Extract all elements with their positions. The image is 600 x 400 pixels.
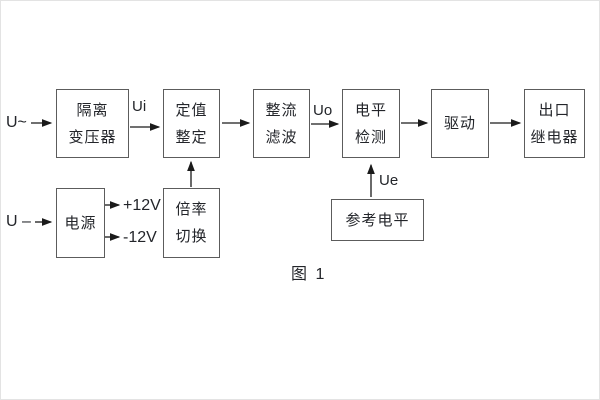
block-ratio-switch: 倍率 切换 <box>163 188 220 258</box>
block-reference-level: 参考电平 <box>331 199 424 241</box>
block-rectify-filter-line2: 滤波 <box>265 128 298 146</box>
block-rectify-filter: 整流 滤波 <box>253 89 310 158</box>
input-label-ac: U~ <box>6 114 27 131</box>
signal-label-ue: Ue <box>379 172 399 189</box>
rail-label-neg12v: -12V <box>123 229 157 246</box>
block-ratio-switch-line2: 切换 <box>175 228 208 245</box>
block-level-detect-line1: 电平 <box>354 101 387 119</box>
block-level-detect-line2: 检测 <box>354 128 387 146</box>
block-power-supply-line1: 电源 <box>64 214 97 232</box>
signal-label-uo: Uo <box>313 102 333 119</box>
block-reference-level-line1: 参考电平 <box>345 211 410 229</box>
block-isolation-transformer-line2: 变压器 <box>68 128 117 146</box>
block-power-supply: 电源 <box>56 188 105 258</box>
block-isolation-transformer: 隔离 变压器 <box>56 89 129 158</box>
block-setpoint-adjust-line2: 整定 <box>175 128 208 146</box>
block-rectify-filter-line1: 整流 <box>265 101 298 119</box>
rail-label-pos12v: +12V <box>123 197 161 214</box>
block-output-relay: 出口 继电器 <box>524 89 585 158</box>
block-drive: 驱动 <box>431 89 489 158</box>
block-output-relay-line2: 继电器 <box>530 128 579 146</box>
block-ratio-switch-line1: 倍率 <box>175 201 208 218</box>
block-isolation-transformer-line1: 隔离 <box>76 101 109 119</box>
input-label-dc: U – <box>6 213 31 230</box>
block-setpoint-adjust: 定值 整定 <box>163 89 220 158</box>
block-drive-line1: 驱动 <box>443 115 476 132</box>
block-setpoint-adjust-line1: 定值 <box>175 101 208 119</box>
block-level-detect: 电平 检测 <box>342 89 400 158</box>
block-output-relay-line1: 出口 <box>538 101 571 119</box>
signal-label-ui: Ui <box>132 98 147 115</box>
figure-caption: 图 1 <box>291 266 327 283</box>
